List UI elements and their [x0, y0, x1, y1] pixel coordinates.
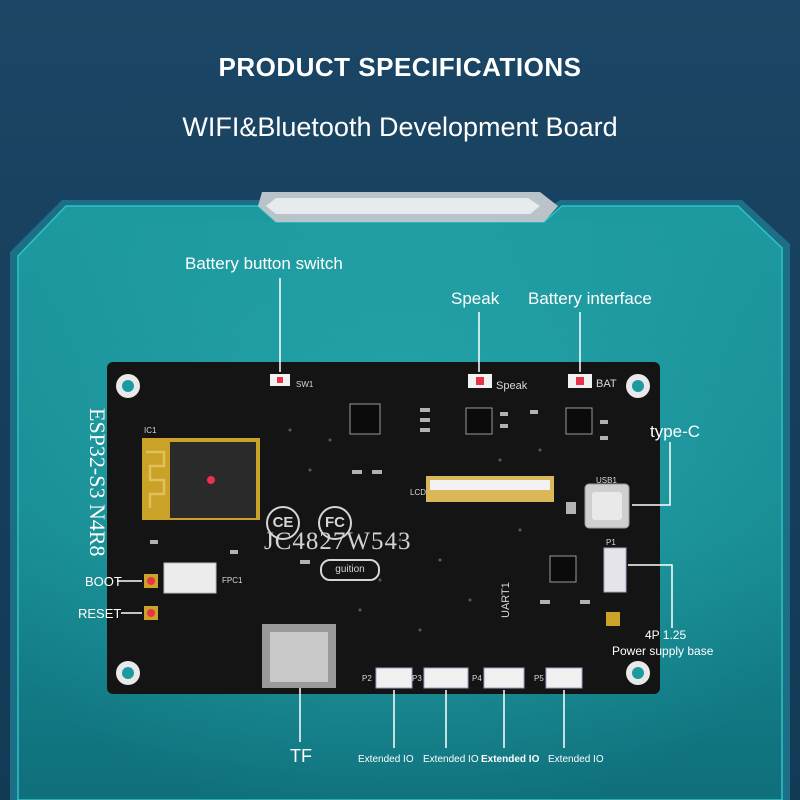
- io-connector-p5: [545, 667, 583, 689]
- silk-lcd: LCD: [410, 488, 427, 497]
- label-extended-io-3: Extended IO: [481, 754, 540, 765]
- silk-fpc1: FPC1: [222, 576, 243, 585]
- label-tf: TF: [290, 746, 312, 766]
- silk-usb1: USB1: [596, 476, 617, 485]
- io-connector-p4: [483, 667, 525, 689]
- page-title: PRODUCT SPECIFICATIONS: [218, 52, 582, 82]
- page-subtitle: WIFI&Bluetooth Development Board: [182, 112, 618, 142]
- chip-u6: [549, 555, 577, 583]
- silk-p5: P5: [534, 674, 544, 683]
- ce-mark: CE: [266, 506, 300, 540]
- power-connector: [603, 547, 627, 593]
- fc-mark: FC: [318, 506, 352, 540]
- label-extended-io-2: Extended IO: [423, 754, 479, 765]
- silk-p3: P3: [412, 674, 422, 683]
- silk-ic1: IC1: [144, 426, 157, 435]
- silk-bat: BAT: [596, 378, 617, 390]
- label-power-base-line2: Power supply base: [612, 644, 714, 658]
- silk-speak: Speak: [496, 380, 528, 392]
- pcb-vias: [288, 428, 542, 632]
- chip-u4: [465, 407, 493, 435]
- silk-sw1: SW1: [296, 380, 314, 389]
- io-connector-p3: [423, 667, 469, 689]
- fpc-connector: [163, 562, 217, 594]
- smd-components: [150, 408, 620, 626]
- label-battery-interface: Battery interface: [528, 289, 652, 308]
- label-extended-io-1: Extended IO: [358, 754, 414, 765]
- label-power-base-line1: 4P 1.25: [645, 628, 687, 642]
- silk-uart1: UART1: [500, 582, 512, 618]
- board-logo: guition: [320, 559, 380, 581]
- io-connector-p2: [375, 667, 413, 689]
- label-battery-button-switch: Battery button switch: [185, 254, 343, 273]
- chip-u2: [565, 407, 593, 435]
- label-boot: BOOT: [85, 574, 122, 589]
- label-module: ESP32-S3 N4R8: [85, 408, 110, 557]
- label-extended-io-4: Extended IO: [548, 754, 604, 765]
- leader-lines: [117, 278, 673, 748]
- silk-p1: P1: [606, 538, 616, 547]
- panel-tab-inner: [266, 198, 540, 214]
- label-type-c: type-C: [650, 422, 701, 441]
- chip-u1: [349, 403, 381, 435]
- label-speak: Speak: [451, 289, 500, 308]
- silk-p2: P2: [362, 674, 372, 683]
- label-reset: RESET: [78, 606, 122, 621]
- silk-p4: P4: [472, 674, 482, 683]
